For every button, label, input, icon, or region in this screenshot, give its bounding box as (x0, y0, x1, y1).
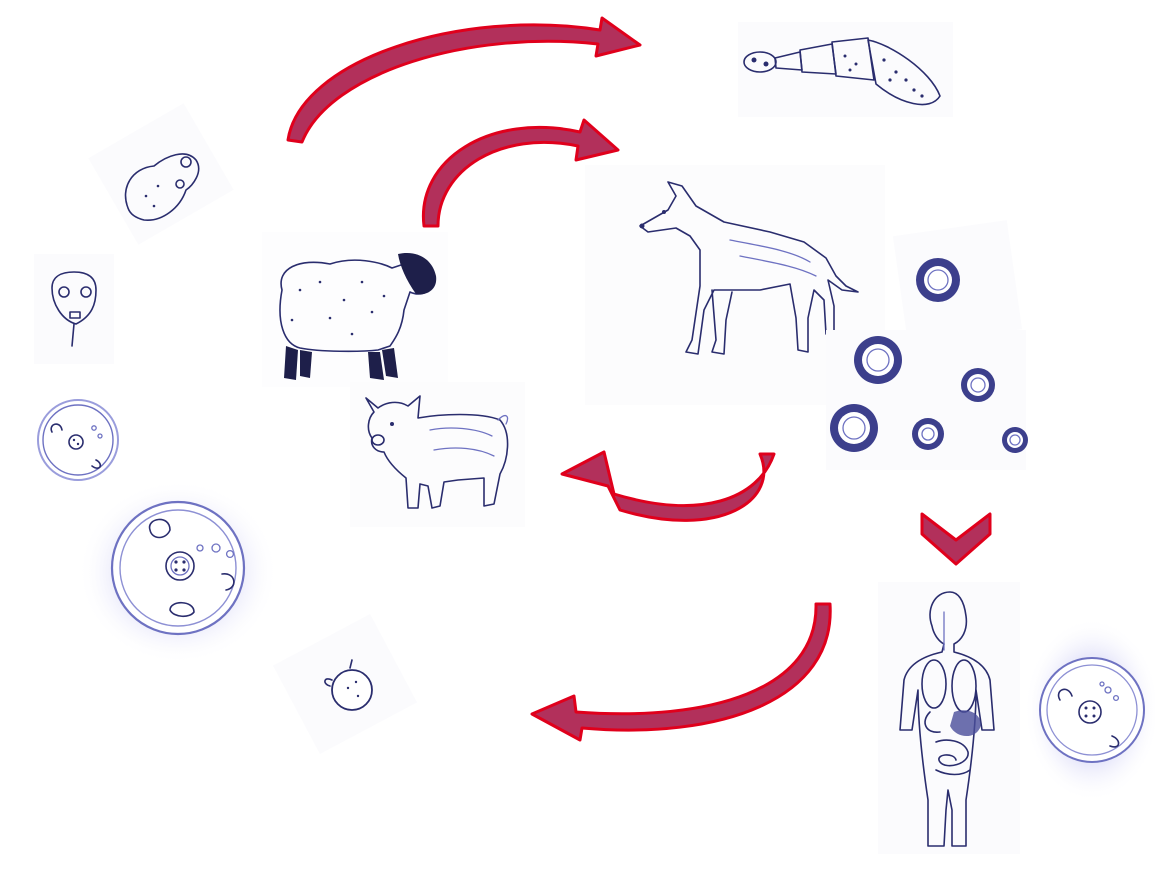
protoscolex-invaginated-illustration (34, 254, 114, 364)
adult-tapeworm-illustration (738, 22, 953, 117)
arrow-eggs-to-pig (562, 452, 774, 520)
human-body-illustration (878, 582, 1020, 854)
protoscolex-evaginated-illustration (88, 103, 233, 245)
hydatid-cyst-large-illustration (78, 480, 278, 664)
arrow-eggs-to-human (922, 514, 990, 564)
hydatid-cyst-human-illustration (1024, 618, 1155, 802)
sheep-illustration (262, 232, 448, 387)
pig-illustration (350, 382, 525, 527)
small-cyst-fragment-illustration (273, 614, 417, 754)
small-cyst-illustration (38, 400, 118, 480)
arrow-human-to-cyst (532, 604, 830, 740)
